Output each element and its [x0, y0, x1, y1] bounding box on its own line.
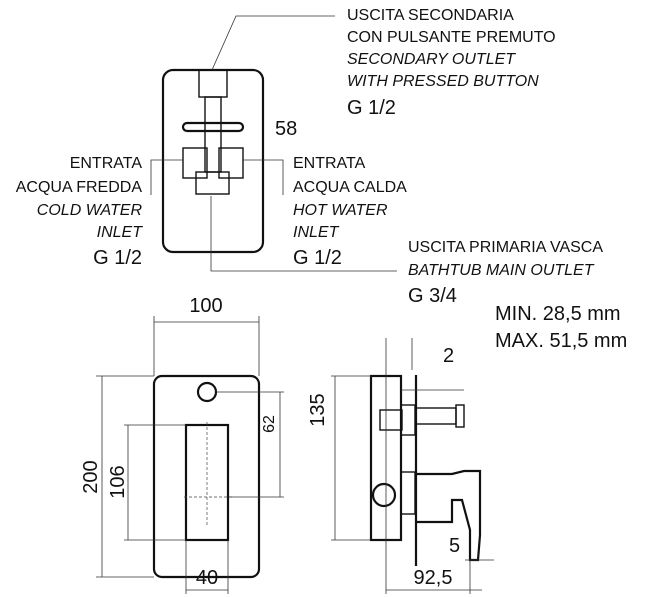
front-plate	[152, 374, 261, 579]
hot-inlet-leader	[243, 159, 284, 195]
secondary-outlet-port	[198, 69, 228, 98]
main-outlet-label: USCITA PRIMARIA VASCA	[408, 239, 603, 256]
cold-inlet-thread: G 1/2	[93, 247, 142, 269]
cold-inlet-label: ACQUA FREDDA	[16, 179, 143, 196]
dimension-200: 200	[80, 460, 102, 493]
dimension-40: 40	[196, 567, 218, 589]
secondary-outlet-leader	[211, 15, 335, 71]
diverter-spindle	[415, 407, 457, 425]
hot-inlet-thread: G 1/2	[293, 247, 342, 269]
hot-inlet-label: INLET	[293, 224, 340, 241]
hot-inlet-label: ACQUA CALDA	[293, 179, 407, 196]
diverter-cap	[455, 404, 465, 428]
dimension-135: 135	[307, 393, 329, 426]
max-wall-depth: MAX. 51,5 mm	[495, 330, 627, 352]
front-view: 100 200 106 62 40	[80, 295, 284, 594]
min-wall-depth: MIN. 28,5 mm	[495, 303, 621, 325]
main-outlet-label: BATHTUB MAIN OUTLET	[408, 262, 595, 279]
cartridge-nut	[400, 471, 416, 515]
main-outlet-thread: G 3/4	[408, 285, 457, 307]
dimension-92-5: 92,5	[414, 567, 453, 589]
secondary-outlet-thread: G 1/2	[347, 97, 396, 119]
cold-inlet-label: INLET	[97, 224, 144, 241]
lever-profile	[416, 469, 482, 562]
top-view: USCITA SECONDARIA CON PULSANTE PREMUTO S…	[16, 7, 604, 307]
inlet-circle	[371, 482, 397, 508]
secondary-outlet-label: CON PULSANTE PREMUTO	[347, 29, 556, 46]
diverter-port	[379, 409, 403, 431]
dimension-58: 58	[275, 118, 297, 140]
diverter-nut	[400, 404, 416, 436]
hot-inlet-label: HOT WATER	[293, 202, 388, 219]
secondary-outlet-label: SECONDARY OUTLET	[347, 51, 516, 68]
dimension-62: 62	[261, 415, 278, 433]
side-view: 135 2 5 92,5	[307, 338, 494, 594]
dimension-100: 100	[189, 295, 222, 317]
secondary-outlet-label: USCITA SECONDARIA	[347, 7, 514, 24]
secondary-outlet-label: WITH PRESSED BUTTON	[347, 73, 539, 90]
dimension-106: 106	[107, 465, 129, 498]
main-outlet-port	[195, 171, 230, 195]
hot-inlet-port	[218, 147, 244, 179]
valve-crossbar	[181, 121, 245, 133]
cold-inlet-label: COLD WATER	[37, 202, 143, 219]
dimension-2: 2	[443, 345, 454, 367]
main-outlet-leader	[210, 196, 397, 272]
diverter-button	[196, 381, 218, 403]
cold-inlet-leader	[150, 159, 183, 195]
cold-inlet-port	[182, 147, 208, 179]
hot-inlet-label: ENTRATA	[293, 155, 366, 172]
dimension-5: 5	[449, 535, 460, 557]
cold-inlet-label: ENTRATA	[70, 155, 143, 172]
